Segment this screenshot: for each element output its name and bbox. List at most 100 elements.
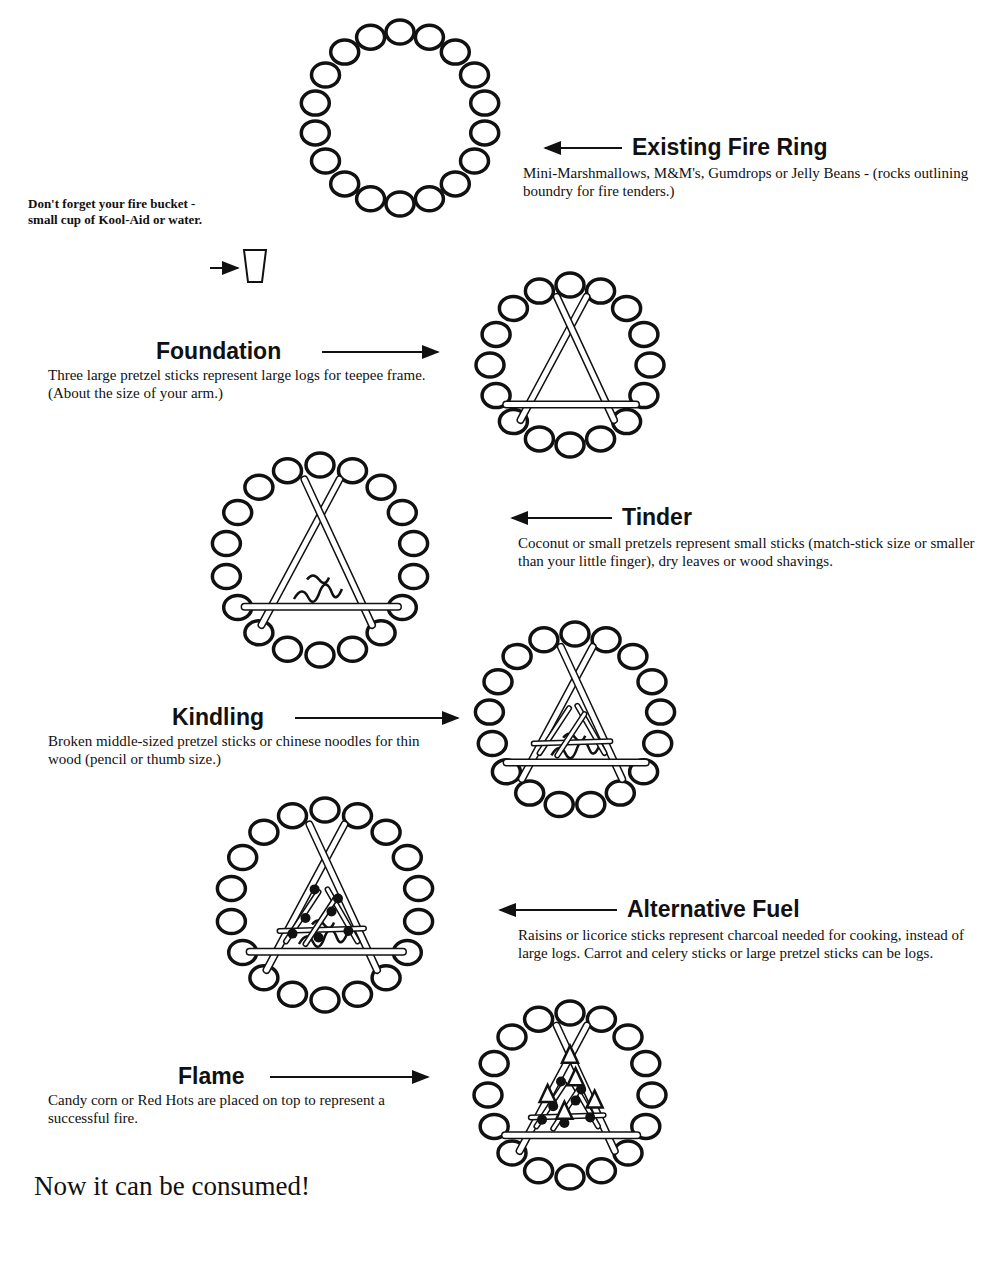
fire-bucket-cup	[244, 250, 266, 282]
ring-stone	[301, 91, 329, 115]
section-description: Three large pretzel sticks represent lar…	[48, 366, 448, 402]
section-heading: Foundation	[156, 338, 281, 366]
fire-ring	[475, 622, 674, 817]
section-heading: Alternative Fuel	[627, 896, 800, 924]
ring-stone	[587, 279, 615, 303]
pretzel-stick	[250, 948, 403, 956]
pretzel-stick	[534, 741, 611, 743]
ring-stone	[405, 877, 433, 901]
ring-stone	[386, 20, 414, 44]
candy-corn-flame	[556, 1102, 572, 1119]
ring-stone	[217, 877, 245, 901]
ring-stone	[638, 670, 666, 694]
charcoal-raisin	[288, 929, 298, 939]
ring-stone	[471, 121, 499, 145]
ring-stone	[587, 1007, 615, 1031]
ring-stone	[311, 988, 339, 1012]
pretzel-stick	[250, 949, 403, 954]
ring-stone	[525, 279, 553, 303]
ring-stone	[556, 433, 584, 457]
section-description: Raisins or licorice sticks represent cha…	[518, 926, 980, 962]
ring-stone	[357, 25, 385, 49]
fire-ring	[474, 1001, 666, 1189]
ring-stone	[405, 910, 433, 934]
charcoal-raisin	[310, 884, 320, 894]
section-description: Candy corn or Red Hots are placed on top…	[48, 1091, 433, 1127]
ring-stone	[530, 628, 558, 652]
candy-corn-flame	[540, 1085, 556, 1102]
ring-stone	[229, 846, 257, 870]
ring-stone	[471, 91, 499, 115]
ring-stone	[556, 1165, 584, 1189]
ring-stone	[614, 1025, 642, 1049]
ring-stone	[212, 532, 240, 556]
ring-stone	[415, 25, 443, 49]
ring-stone	[647, 700, 675, 724]
ring-stone	[482, 322, 510, 346]
ring-stone	[388, 501, 416, 525]
tinder-scribble	[294, 576, 342, 602]
pretzel-stick	[506, 402, 636, 407]
ring-stone	[498, 1025, 526, 1049]
ring-stone	[250, 820, 278, 844]
pretzel-stick	[306, 899, 336, 945]
ring-stone	[613, 296, 641, 320]
ring-stone	[224, 501, 252, 525]
ring-stone	[516, 781, 544, 805]
candy-corn-flame	[587, 1091, 603, 1108]
ring-stone	[306, 453, 334, 477]
pretzel-stick	[506, 401, 636, 409]
leader-arrow	[545, 147, 622, 149]
ring-stone	[632, 1052, 660, 1076]
ring-stone	[367, 475, 395, 499]
pretzel-stick	[577, 706, 604, 753]
pretzel-stick	[507, 758, 646, 766]
ring-stone	[636, 353, 664, 377]
ring-stone	[339, 637, 367, 661]
ring-stone	[480, 1052, 508, 1076]
ring-stone	[525, 1007, 553, 1031]
ring-stone	[212, 565, 240, 589]
ring-stone	[478, 732, 506, 756]
charcoal-raisin	[537, 1115, 547, 1125]
ring-stone	[344, 982, 372, 1006]
ring-stone	[274, 459, 302, 483]
ring-stone	[561, 622, 589, 646]
ring-stone	[372, 820, 400, 844]
section-description: Mini-Marshmallows, M&M's, Gumdrops or Je…	[523, 164, 978, 200]
pretzel-stick	[507, 760, 646, 765]
ring-stone	[606, 781, 634, 805]
ring-stone	[357, 187, 385, 211]
ring-stone	[331, 40, 359, 64]
section-heading: Tinder	[622, 504, 692, 532]
ring-stone	[312, 63, 340, 87]
ring-stone	[461, 63, 489, 87]
ring-stone	[499, 296, 527, 320]
ring-stone	[415, 187, 443, 211]
fire-ring	[301, 20, 498, 216]
ring-stone	[638, 1083, 666, 1107]
candy-corn-flame	[562, 1046, 578, 1063]
ring-stone	[393, 846, 421, 870]
ring-stone	[587, 427, 615, 451]
pretzel-stick	[245, 603, 398, 611]
pretzel-stick	[306, 899, 336, 945]
leader-arrow	[322, 351, 438, 353]
ring-stone	[630, 322, 658, 346]
charcoal-raisin	[314, 933, 324, 943]
ring-stone	[400, 565, 428, 589]
charcoal-raisin	[327, 907, 337, 917]
ring-stone	[441, 172, 469, 196]
pretzel-stick	[505, 1131, 637, 1139]
pretzel-stick	[505, 1133, 637, 1138]
charcoal-raisin	[585, 1112, 595, 1122]
ring-stone	[274, 637, 302, 661]
section-heading: Flame	[178, 1063, 244, 1091]
leader-arrow	[295, 717, 458, 719]
charcoal-raisin	[343, 926, 353, 936]
ring-stone	[279, 804, 307, 828]
section-heading: Kindling	[172, 704, 264, 732]
ring-stone	[545, 793, 573, 817]
ring-stone	[644, 732, 672, 756]
ring-stone	[312, 149, 340, 173]
